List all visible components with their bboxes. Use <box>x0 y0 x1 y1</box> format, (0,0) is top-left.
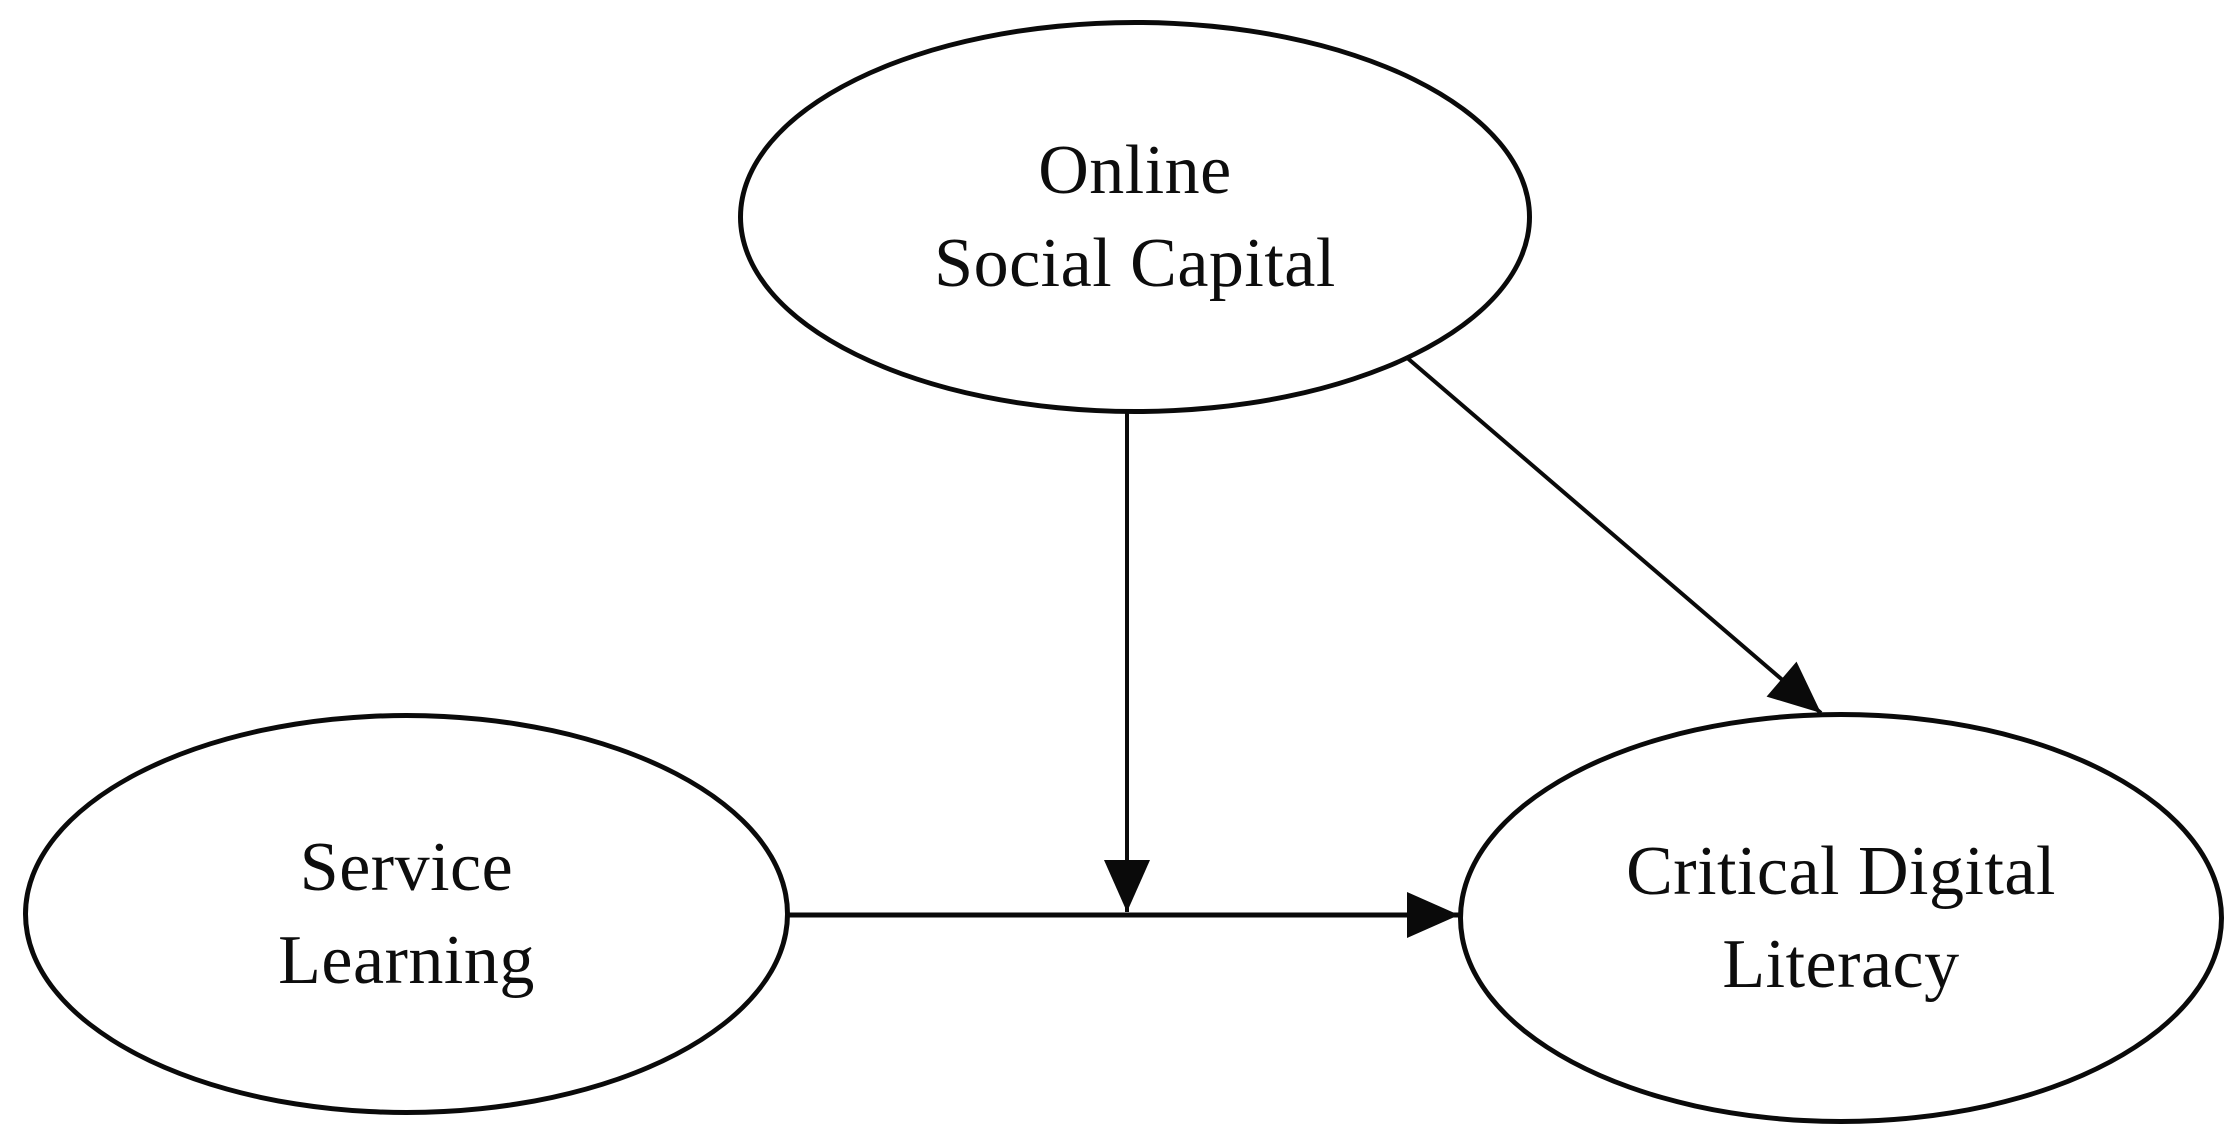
node-service-learning: Service Learning <box>23 713 790 1115</box>
node-critical-digital-literacy: Critical Digital Literacy <box>1458 712 2224 1124</box>
arrow-online-social-capital-to-critical-digital-literacy <box>1396 348 1823 715</box>
node-label-line: Critical Digital <box>1626 832 2056 910</box>
node-label-line: Social Capital <box>934 225 1336 302</box>
node-label-line: Online <box>1038 131 1232 209</box>
node-label-line: Literacy <box>1722 926 1960 1003</box>
node-online-social-capital: Online Social Capital <box>738 20 1532 414</box>
node-label-line: Service <box>299 828 514 906</box>
node-label-line: Learning <box>278 922 535 999</box>
